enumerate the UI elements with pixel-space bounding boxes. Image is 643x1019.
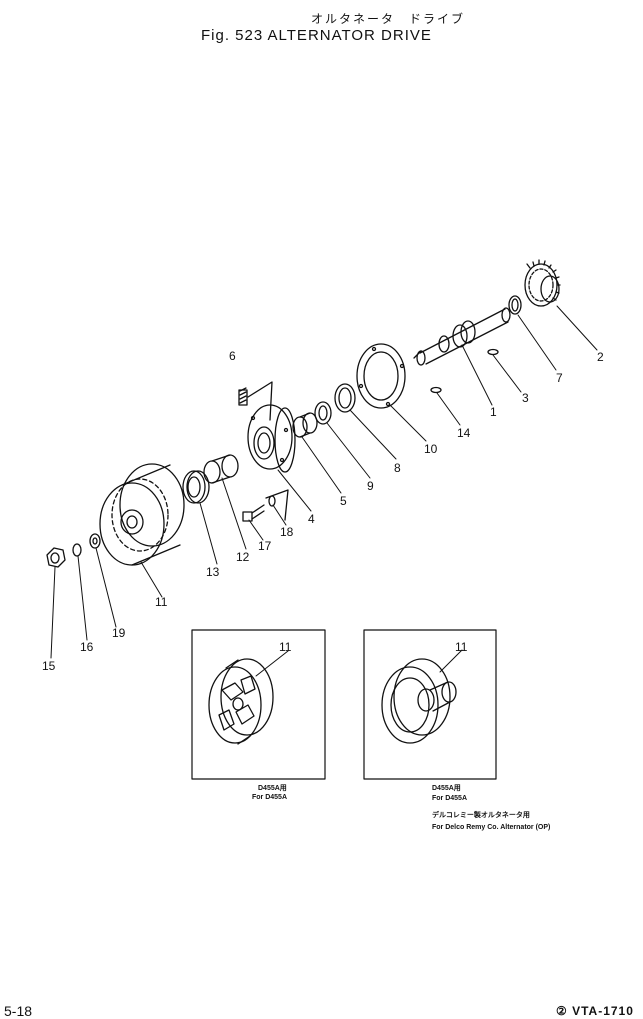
ring-part: [314, 401, 332, 425]
inset-right-note-en: For Delco Remy Co. Alternator (OP): [432, 824, 550, 831]
callout-label: 8: [394, 461, 401, 475]
bearing-part: [182, 470, 210, 504]
inset-right-pulley: [363, 629, 497, 780]
callout-label: 4: [308, 512, 315, 526]
lock-washer-part: [72, 543, 82, 557]
inset-right-caption-en: For D455A: [432, 795, 467, 802]
shaft-part: [413, 307, 511, 366]
callout-label: 10: [424, 442, 438, 456]
callout-label: 18: [280, 525, 294, 539]
inset-right-note-jp: デルコレミー製オルタネータ用: [432, 810, 530, 819]
bolt-part: [242, 489, 289, 522]
key-part: [430, 348, 499, 394]
inset-left-caption-jp: D455A用: [258, 784, 287, 792]
callout-label: 14: [457, 426, 471, 440]
fitting-part: [238, 381, 273, 421]
callout-label: 9: [367, 479, 374, 493]
spacer-part: [203, 454, 239, 484]
washer-part: [89, 533, 101, 549]
page-number: 5-18: [4, 1003, 33, 1019]
housing-part: [247, 404, 296, 473]
callout-label: 19: [112, 626, 126, 640]
inset-left-pulley: [191, 629, 326, 780]
pulley-part: [99, 463, 185, 566]
gear-part: [524, 259, 561, 307]
ring-part: [508, 295, 522, 315]
figure-title: Fig. 523 ALTERNATOR DRIVE: [201, 27, 432, 44]
callout-label: 2: [597, 350, 604, 364]
document-code: ② VTA-1710: [556, 1004, 634, 1018]
nut-part: [46, 547, 66, 568]
callout-label: 17: [258, 539, 272, 553]
callout-label: 5: [340, 494, 347, 508]
callout-label: 11: [155, 595, 168, 609]
inset-left-caption-en: For D455A: [252, 794, 287, 801]
seal-part: [334, 383, 356, 413]
inset-right-callout: 11: [455, 640, 468, 654]
callout-label: 7: [556, 371, 563, 385]
callout-label: 1: [490, 405, 497, 419]
callout-label: 16: [80, 640, 94, 654]
callout-label: 13: [206, 565, 220, 579]
callout-label: 15: [42, 659, 56, 673]
callout-label: 6: [229, 349, 236, 363]
callout-label: 12: [236, 550, 250, 564]
bushing-part: [292, 412, 318, 438]
figure-title-japanese: オルタネータ ドライブ: [311, 12, 466, 26]
leader-lines: [50, 305, 598, 659]
inset-right-caption-jp: D455A用: [432, 784, 461, 792]
gasket-part: [356, 343, 406, 409]
callout-label: 3: [522, 391, 529, 405]
inset-left-callout: 11: [279, 640, 292, 654]
